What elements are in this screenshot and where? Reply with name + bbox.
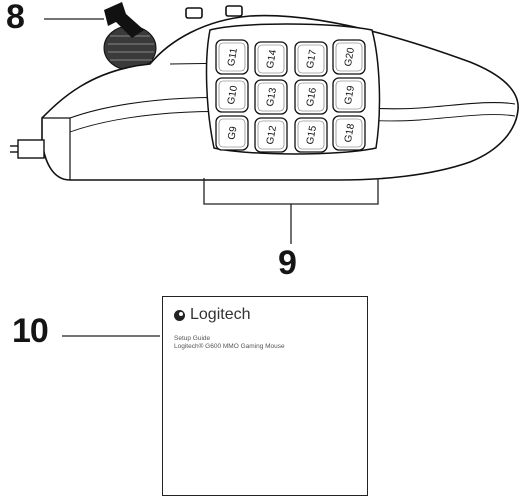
guide-brand-text: Logitech xyxy=(190,306,251,323)
g-key-g19: G19 xyxy=(332,77,366,113)
g-key-label: G20 xyxy=(343,46,357,67)
g-key-label: G9 xyxy=(226,125,239,140)
g-key-label: G14 xyxy=(265,48,279,69)
g-key-g13: G13 xyxy=(254,79,288,115)
g-key-g10: G10 xyxy=(215,77,249,113)
g-key-g12: G12 xyxy=(254,117,288,153)
callout-number-9: 9 xyxy=(278,244,297,282)
g-key-g20: G20 xyxy=(332,39,366,75)
g-key-label: G17 xyxy=(305,48,319,69)
g-key-g17: G17 xyxy=(294,41,328,77)
cable-stub xyxy=(10,139,45,159)
g-key-g9: G9 xyxy=(215,115,249,151)
setup-guide-card: Logitech Setup Guide Logitech® G600 MMO … xyxy=(162,296,368,496)
g-key-label: G15 xyxy=(305,124,319,145)
g-key-g11: G11 xyxy=(215,39,249,75)
g-key-g14: G14 xyxy=(254,41,288,77)
g-key-g16: G16 xyxy=(294,79,328,115)
g-key-g18: G18 xyxy=(332,115,366,151)
g-key-label: G16 xyxy=(305,86,319,107)
g-key-label: G11 xyxy=(226,47,240,67)
g-key-label: G19 xyxy=(343,84,357,105)
callout-number-10: 10 xyxy=(12,312,49,350)
g-key-label: G18 xyxy=(343,122,357,143)
logitech-logo: Logitech xyxy=(173,306,251,324)
g-key-g15: G15 xyxy=(294,117,328,153)
g-key-label: G13 xyxy=(265,86,279,107)
guide-title-line: Setup Guide xyxy=(174,335,211,342)
g-key-label: G10 xyxy=(226,84,240,105)
logitech-logo-icon xyxy=(174,309,185,321)
callout-9-bracket xyxy=(203,178,379,244)
wheel-press-arrow-icon xyxy=(104,2,144,38)
g-key-label: G12 xyxy=(265,124,279,145)
guide-product-line: Logitech® G600 MMO Gaming Mouse xyxy=(174,343,285,350)
callout-number-8: 8 xyxy=(6,0,25,36)
